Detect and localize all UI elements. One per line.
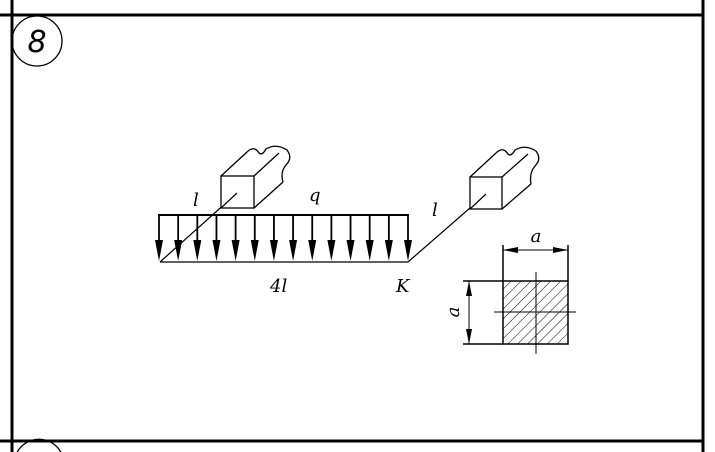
label-point-k: K: [395, 276, 411, 297]
load-arrow-head: [231, 240, 240, 261]
load-arrow-head: [155, 240, 163, 261]
problem-number: 8: [27, 25, 46, 60]
load-arrow-head: [404, 240, 412, 261]
load-arrow-head: [384, 240, 393, 261]
load-arrow-head: [250, 240, 259, 261]
load-arrow-head: [365, 240, 374, 261]
next-problem-circle: [16, 438, 62, 452]
load-arrow-head: [193, 240, 202, 261]
problem-number-circle: [11, 15, 63, 67]
width-arrow-right: [553, 247, 568, 253]
right-block-break-line: [495, 146, 540, 185]
cross-section: a a: [443, 226, 576, 354]
label-section-height: a: [443, 307, 464, 318]
load-arrow-head: [327, 240, 336, 261]
right-diagonal-inner: [469, 193, 487, 210]
load-arrow-head: [174, 240, 183, 261]
label-right-span: l: [432, 200, 438, 221]
load-arrow-head: [212, 240, 221, 261]
load-arrow-head: [346, 240, 355, 261]
load-arrow-head: [308, 240, 317, 261]
height-arrow-top: [466, 281, 472, 296]
left-diagonal-inner: [220, 192, 238, 209]
label-beam-length: 4l: [269, 276, 287, 297]
left-support-block: [220, 145, 291, 209]
left-block-break-line: [246, 145, 291, 183]
label-load: q: [309, 185, 321, 206]
distributed-load: [155, 214, 412, 261]
problem-number-badge: 8: [11, 15, 63, 67]
load-arrow-head: [289, 240, 298, 261]
load-arrow-head: [269, 240, 278, 261]
label-section-width: a: [531, 226, 542, 247]
label-left-span: l: [193, 190, 199, 211]
height-arrow-bottom: [466, 329, 472, 344]
width-arrow-left: [503, 247, 518, 253]
